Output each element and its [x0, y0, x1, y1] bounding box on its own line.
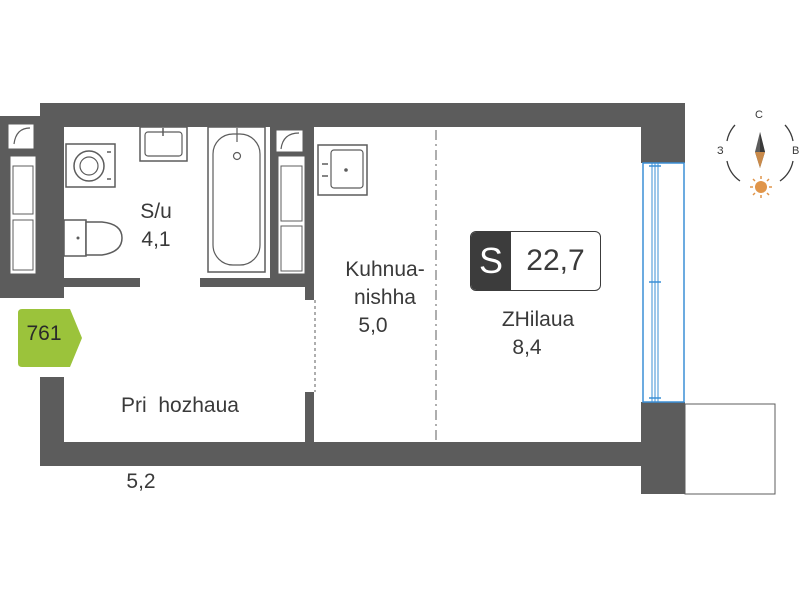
- room-area: 4,1: [141, 228, 171, 251]
- room-area: 8,4: [512, 336, 542, 359]
- bathtub-icon: [207, 126, 266, 273]
- window: [641, 162, 685, 403]
- room-name: S/u: [140, 200, 172, 223]
- toilet-icon: [63, 219, 123, 257]
- room-bathroom: S/u 4,1: [120, 200, 192, 252]
- inner-shaft: [270, 127, 314, 278]
- room-hallway: Pri hozhaua 5,2: [100, 346, 260, 518]
- walls: [40, 103, 685, 494]
- washing-machine-icon: [65, 143, 116, 188]
- sink-icon: [139, 126, 188, 162]
- room-kitchen: Kuhnua- nishha 5,0: [330, 258, 440, 338]
- room-name: Pri hozhaua: [121, 394, 239, 417]
- room-name: ZHilaua: [501, 308, 575, 331]
- apartment-tag: [18, 309, 82, 367]
- room-name: Kuhnua-: [345, 258, 425, 281]
- kitchen-sink-icon: [317, 144, 368, 196]
- compass-west-label: З: [717, 145, 724, 157]
- area-letter: S: [471, 232, 511, 290]
- balcony: [684, 403, 776, 495]
- compass-north-label: С: [755, 109, 763, 121]
- room-name: nishha: [354, 286, 416, 309]
- apartment-number: 761: [26, 322, 62, 345]
- left-shaft: [0, 116, 40, 298]
- total-area-value: 22,7: [526, 244, 585, 277]
- compass-east-label: В: [792, 145, 800, 157]
- total-area-badge: S 22,7: [470, 231, 601, 291]
- room-area: 5,0: [358, 314, 388, 337]
- sun-icon: [750, 176, 772, 198]
- room-living: ZHilaua 8,4: [478, 308, 598, 360]
- room-area: 5,2: [126, 470, 156, 493]
- compass-icon: [726, 124, 794, 182]
